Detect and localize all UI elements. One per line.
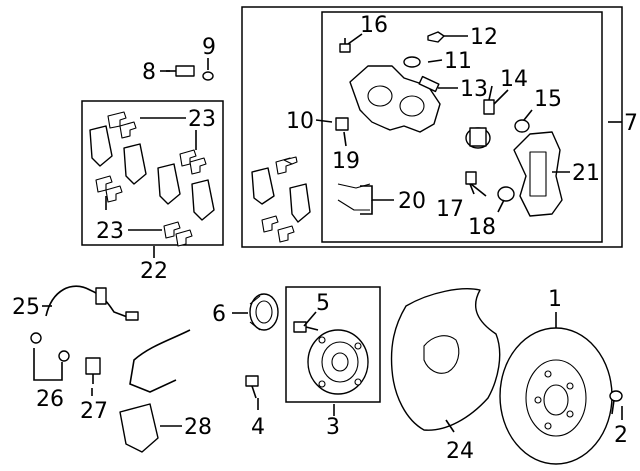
- callout-24: 24: [446, 439, 474, 464]
- brake-pad-kit-box: [81, 100, 224, 246]
- callout-9: 9: [202, 35, 216, 60]
- callout-27: 27: [80, 399, 108, 424]
- callout-10: 10: [286, 109, 314, 134]
- callout-20: 20: [398, 189, 426, 214]
- rotor-screw: [609, 390, 623, 415]
- sensor-bracket: [119, 329, 191, 453]
- callout-2: 2: [614, 423, 628, 448]
- caliper-hardware: [335, 31, 530, 211]
- callout-1: 1: [548, 287, 562, 312]
- callout-22: 22: [140, 259, 168, 284]
- callout-23-bottom: 23: [96, 219, 124, 244]
- callout-18: 18: [468, 215, 496, 240]
- wheel-bearing: [249, 293, 279, 331]
- pad-kit-contents: [89, 111, 215, 247]
- callout-14: 14: [500, 67, 528, 92]
- callout-15: 15: [534, 87, 562, 112]
- hardware-8-9: [166, 65, 214, 81]
- callout-25: 25: [12, 295, 40, 320]
- callout-19: 19: [332, 149, 360, 174]
- callout-28: 28: [184, 415, 212, 440]
- callout-3: 3: [326, 415, 340, 440]
- hub-assembly-box: [285, 286, 381, 403]
- callout-7: 7: [624, 111, 638, 136]
- dust-shield: [390, 288, 501, 431]
- callout-5: 5: [316, 291, 330, 316]
- callout-17: 17: [436, 197, 464, 222]
- bolt-27: [85, 357, 101, 384]
- callout-16: 16: [360, 13, 388, 38]
- callout-13: 13: [460, 77, 488, 102]
- bolt-4: [245, 375, 259, 399]
- callout-4: 4: [251, 415, 265, 440]
- wheel-speed-sensor: [30, 285, 139, 362]
- callout-labels: 1 2 3 4 5 6 7 8 9 10 11 12 13 14 15 16 1…: [12, 13, 638, 464]
- callout-12: 12: [470, 25, 498, 50]
- callout-26: 26: [36, 387, 64, 412]
- callout-23-top: 23: [188, 107, 216, 132]
- callout-6: 6: [212, 302, 226, 327]
- caliper-bracket: [513, 131, 563, 217]
- callout-21: 21: [572, 161, 600, 186]
- brake-rotor: [499, 327, 613, 465]
- leader-lines: [33, 33, 623, 433]
- callout-11: 11: [444, 49, 472, 74]
- hub-assembly: [293, 321, 369, 395]
- outer-brake-pads: [251, 156, 311, 243]
- brake-caliper: [349, 65, 441, 133]
- caliper-assembly-inner-box: [321, 11, 603, 243]
- callout-8: 8: [142, 60, 156, 85]
- caliper-assembly-outer-box: [241, 6, 623, 248]
